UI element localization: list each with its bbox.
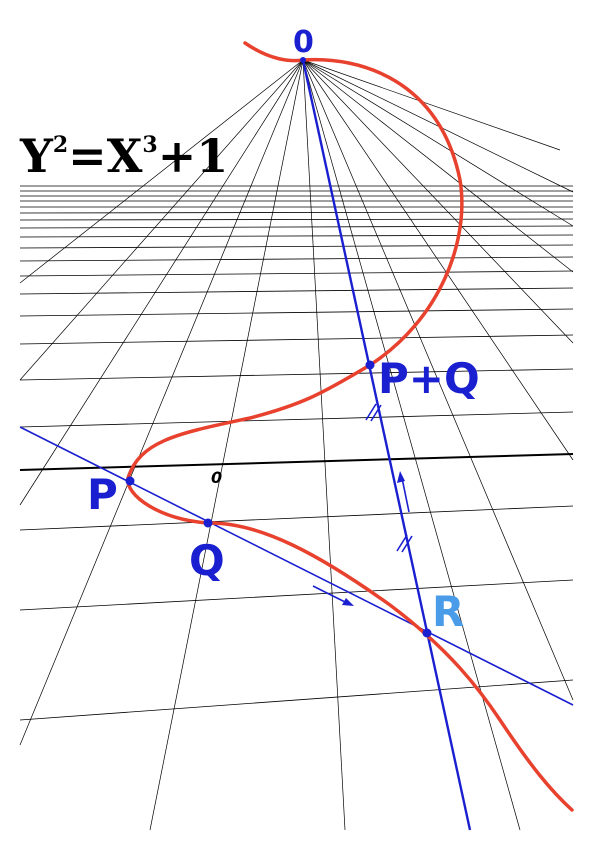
grid-hline	[19, 679, 574, 721]
grid-hline	[19, 256, 574, 262]
grid-hline	[19, 411, 574, 428]
curve-equation: Y2=X3+1	[19, 129, 228, 183]
infinity-label: 0	[293, 25, 314, 60]
grid-hline	[19, 368, 574, 381]
grid-hline	[19, 308, 574, 317]
grid-ray	[19, 59, 304, 506]
tick-mark-lower-1	[396, 534, 408, 552]
vertical-arrow-head	[397, 471, 405, 483]
label-p-plus-q: P+Q	[378, 354, 480, 403]
tick-mark-upper-1	[365, 403, 377, 421]
secant-arrow-head	[342, 598, 354, 606]
point-p-plus-q	[365, 360, 375, 370]
point-p	[125, 476, 135, 486]
label-r: R	[432, 587, 464, 636]
secant-arrow-shaft	[312, 585, 348, 604]
grid-ray	[302, 59, 574, 273]
equation-equals: =	[68, 129, 107, 183]
grid-hline	[19, 270, 574, 277]
grid-ray	[302, 59, 346, 831]
grid-hline	[19, 579, 574, 611]
grid-hline	[19, 505, 574, 531]
tick-mark-lower-2	[401, 535, 413, 553]
label-q: Q	[189, 536, 225, 585]
point-r	[422, 628, 432, 638]
vertical-arrow-shaft	[401, 477, 410, 513]
grid-ray	[149, 59, 304, 831]
equation-y-exponent: 2	[53, 132, 68, 158]
grid-ray	[302, 59, 574, 344]
equation-x-exponent: 3	[142, 132, 157, 158]
equal-length-marks	[365, 403, 413, 553]
grid-ray	[302, 59, 574, 461]
grid-ray	[19, 59, 304, 381]
grid-hline	[19, 234, 574, 238]
tick-mark-upper-2	[370, 404, 382, 422]
grid-hline	[19, 225, 574, 229]
grid-hline	[19, 334, 574, 345]
grid-ray	[302, 59, 574, 227]
equation-plus-one: +1	[158, 129, 229, 183]
x-axis	[19, 453, 574, 471]
grid-hline	[19, 287, 574, 295]
equation-x: X	[107, 129, 143, 183]
label-p: P	[87, 470, 118, 519]
secant-direction-arrow	[312, 585, 354, 606]
grid-hline	[19, 218, 574, 221]
grid-ray	[19, 59, 304, 284]
grid-ray	[19, 59, 304, 746]
grid-ray	[302, 59, 521, 831]
grid-hline	[19, 211, 574, 214]
grid-ray	[302, 59, 574, 701]
point-infinity	[300, 57, 306, 63]
grid-ray	[302, 59, 561, 151]
point-q	[203, 518, 213, 528]
vertical-line-r	[301, 59, 472, 831]
vertical-direction-arrow	[397, 471, 410, 513]
horizontal-grid-lines	[19, 185, 574, 721]
perspective-rays	[19, 59, 574, 831]
grid-hline	[19, 244, 574, 249]
equation-y: Y	[19, 129, 54, 183]
secant-line-pq	[19, 426, 574, 706]
elliptic-curve	[126, 41, 574, 812]
origin-label: 0	[211, 468, 222, 487]
